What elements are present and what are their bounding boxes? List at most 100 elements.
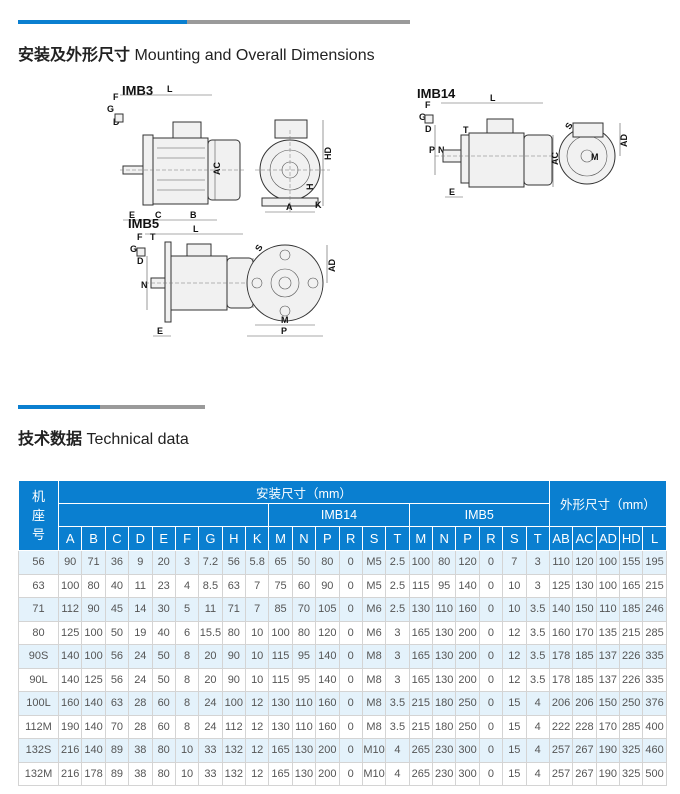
- dim-E: E: [157, 326, 163, 336]
- value-cell: 267: [572, 761, 597, 786]
- value-cell: 200: [315, 761, 340, 786]
- value-cell: 0: [478, 691, 504, 716]
- dim-L: L: [193, 224, 199, 234]
- value-cell: 132: [221, 738, 247, 763]
- value-cell: M6: [361, 597, 387, 622]
- value-cell: 125: [81, 667, 106, 692]
- value-cell: 110: [291, 691, 317, 716]
- value-cell: 56: [104, 667, 130, 692]
- value-cell: 90: [81, 597, 106, 622]
- value-cell: 140: [57, 644, 83, 669]
- value-cell: 10: [502, 597, 527, 622]
- value-cell: 180: [431, 714, 457, 739]
- value-cell: 3: [385, 667, 410, 692]
- value-cell: 12: [502, 667, 527, 692]
- value-cell: 85: [268, 597, 293, 622]
- dim-P: P: [281, 326, 287, 336]
- value-cell: 8: [174, 714, 200, 739]
- value-cell: 160: [455, 597, 480, 622]
- column-header: N: [431, 526, 457, 551]
- value-cell: 3.5: [525, 644, 550, 669]
- value-cell: 190: [57, 714, 83, 739]
- header-common: [57, 503, 270, 527]
- value-cell: 10: [244, 644, 270, 669]
- value-cell: 38: [128, 738, 153, 763]
- value-cell: 226: [619, 644, 644, 669]
- frame-size-cell: 80: [18, 620, 59, 645]
- value-cell: 228: [572, 714, 597, 739]
- value-cell: 185: [619, 597, 644, 622]
- value-cell: 7.2: [198, 550, 223, 575]
- dim-G: G: [419, 112, 426, 122]
- value-cell: 3.5: [385, 714, 410, 739]
- value-cell: 125: [57, 620, 83, 645]
- dim-AC: AC: [212, 162, 222, 175]
- column-header: C: [104, 526, 130, 551]
- value-cell: 4: [525, 714, 550, 739]
- value-cell: 80: [81, 573, 106, 598]
- value-cell: 300: [455, 761, 480, 786]
- value-cell: 8: [174, 691, 200, 716]
- value-cell: 60: [151, 691, 176, 716]
- value-cell: 12: [244, 691, 270, 716]
- title-en: Technical data: [86, 431, 189, 448]
- column-header: T: [525, 526, 550, 551]
- value-cell: 71: [81, 550, 106, 575]
- value-cell: 50: [291, 550, 317, 575]
- value-cell: 0: [338, 644, 363, 669]
- value-cell: 132: [221, 761, 247, 786]
- value-cell: 170: [595, 714, 621, 739]
- value-cell: 120: [455, 550, 480, 575]
- dim-C: C: [155, 210, 162, 220]
- value-cell: 267: [572, 738, 597, 763]
- value-cell: 160: [548, 620, 574, 645]
- dim-G: G: [107, 104, 114, 114]
- value-cell: 10: [174, 738, 200, 763]
- dim-T: T: [463, 125, 469, 135]
- value-cell: 40: [151, 620, 176, 645]
- value-cell: 215: [619, 620, 644, 645]
- value-cell: 4: [525, 761, 550, 786]
- frame-size-cell: 100L: [18, 691, 59, 716]
- value-cell: 250: [455, 714, 480, 739]
- value-cell: 125: [548, 573, 574, 598]
- value-cell: 250: [455, 691, 480, 716]
- value-cell: 130: [572, 573, 597, 598]
- value-cell: 19: [128, 620, 153, 645]
- header-imb5: IMB5: [408, 503, 550, 527]
- value-cell: 110: [548, 550, 574, 575]
- value-cell: 0: [478, 714, 504, 739]
- value-cell: 8: [174, 644, 200, 669]
- column-header: S: [361, 526, 387, 551]
- value-cell: 0: [478, 738, 504, 763]
- value-cell: 216: [57, 761, 83, 786]
- value-cell: 95: [291, 667, 317, 692]
- drawing-title-imb14: IMB14: [417, 86, 456, 101]
- value-cell: 7: [502, 550, 527, 575]
- value-cell: 9: [128, 550, 153, 575]
- value-cell: 5: [174, 597, 200, 622]
- value-cell: 0: [478, 597, 504, 622]
- value-cell: 257: [548, 761, 574, 786]
- value-cell: 60: [151, 714, 176, 739]
- value-cell: 3: [385, 620, 410, 645]
- value-cell: M6: [361, 620, 387, 645]
- value-cell: 90: [221, 667, 247, 692]
- value-cell: 230: [431, 761, 457, 786]
- value-cell: 160: [315, 691, 340, 716]
- value-cell: 180: [431, 691, 457, 716]
- value-cell: 185: [572, 667, 597, 692]
- value-cell: 215: [642, 573, 667, 598]
- value-cell: 150: [572, 597, 597, 622]
- value-cell: 12: [502, 644, 527, 669]
- frame-size-cell: 56: [18, 550, 59, 575]
- header-frame: 机座号: [18, 480, 59, 551]
- value-cell: 60: [291, 573, 317, 598]
- value-cell: 10: [502, 573, 527, 598]
- dim-HD: HD: [323, 147, 333, 160]
